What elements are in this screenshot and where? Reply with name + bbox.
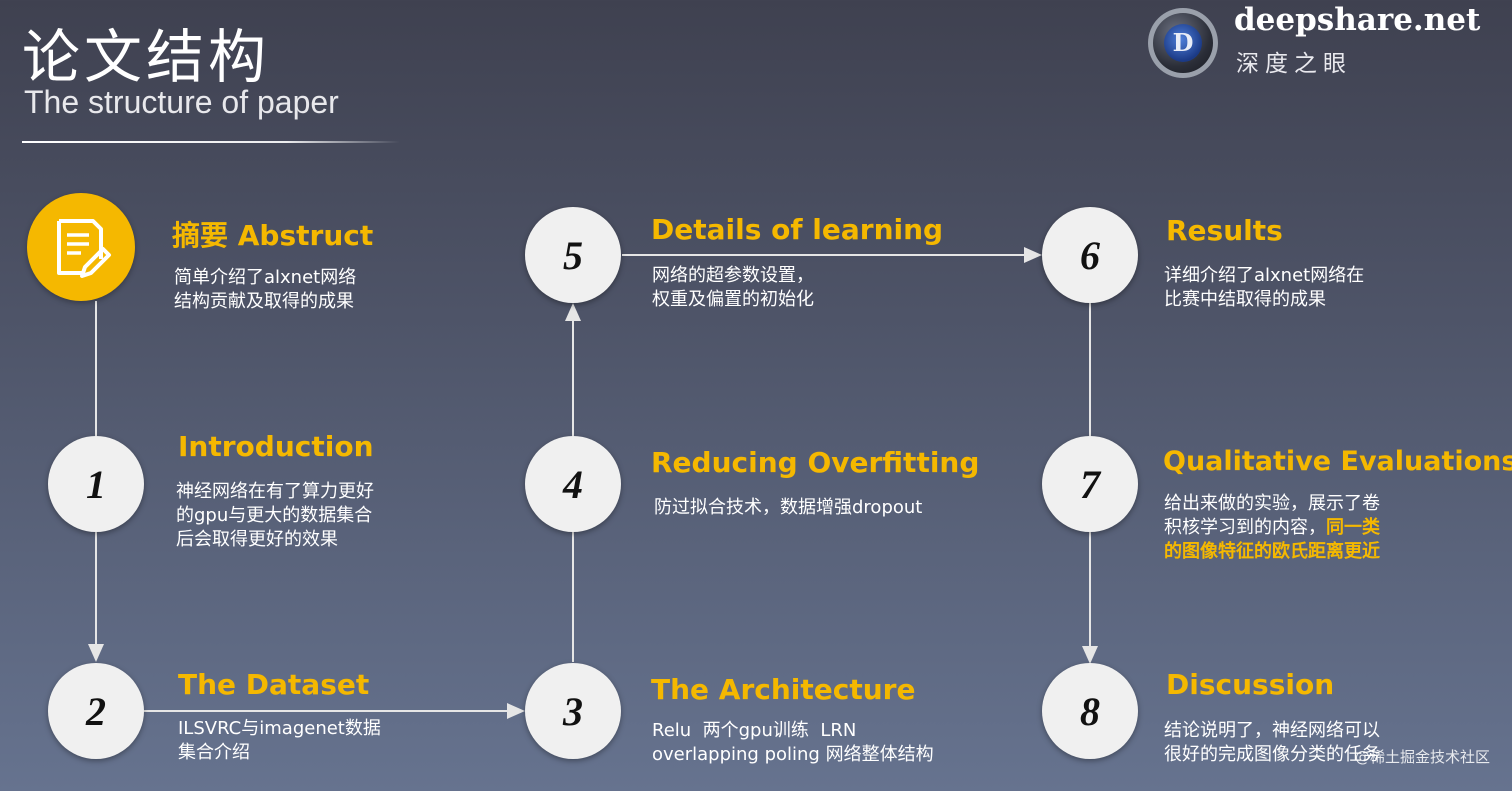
step-4-title: Reducing Overfitting [651, 446, 980, 479]
page-subtitle: The structure of paper [24, 84, 339, 120]
step-circle-4: 4 [525, 436, 621, 532]
step-5-desc: 网络的超参数设置， 权重及偏置的初始化 [652, 265, 814, 310]
step-2-title: The Dataset [178, 668, 370, 701]
logo-mark: D [1172, 28, 1194, 57]
abstract-desc: 简单介绍了alxnet网络 结构贡献及取得的成果 [174, 267, 357, 312]
step-circle-8: 8 [1042, 663, 1138, 759]
step-3-title: The Architecture [651, 673, 916, 706]
step-circle-5: 5 [525, 207, 621, 303]
highlight-text: 同一类 [1326, 517, 1380, 538]
title-divider [22, 141, 400, 143]
step-7-title: Qualitative Evaluations [1163, 446, 1512, 477]
document-edit-icon [57, 219, 111, 278]
step-8-title: Discussion [1166, 668, 1335, 701]
abstract-title: 摘要 Abstruct [172, 219, 374, 252]
step-circle-3: 3 [525, 663, 621, 759]
step-7-desc: 给出来做的实验，展示了卷 积核学习到的内容，同一类 的图像特征的欧氏距离更近 [1164, 493, 1380, 562]
step-6-desc: 详细介绍了alxnet网络在 比赛中结取得的成果 [1164, 265, 1365, 310]
abstract-node [27, 193, 135, 301]
logo-eye-icon: D [1164, 24, 1202, 62]
step-2-desc: ILSVRC与imagenet数据 集合介绍 [178, 718, 381, 763]
step-1-desc: 神经网络在有了算力更好 的gpu与更大的数据集合 后会取得更好的效果 [176, 481, 374, 550]
brand-name: deepshare.net [1234, 2, 1481, 38]
step-4-desc: 防过拟合技术，数据增强dropout [654, 497, 923, 518]
page-title: 论文结构 [22, 23, 271, 91]
step-8-desc: 结论说明了，神经网络可以 很好的完成图像分类的任务 [1164, 720, 1380, 765]
step-circle-6: 6 [1042, 207, 1138, 303]
highlight-text: 的图像特征的欧氏距离更近 [1164, 541, 1380, 562]
step-circle-7: 7 [1042, 436, 1138, 532]
step-1-title: Introduction [178, 430, 374, 463]
step-5-title: Details of learning [651, 213, 944, 246]
step-circle-1: 1 [48, 436, 144, 532]
step-6-title: Results [1166, 214, 1283, 247]
watermark: @稀土掘金技术社区 [1354, 748, 1490, 766]
brand-subtitle: 深度之眼 [1236, 51, 1352, 77]
logo: D [1148, 8, 1218, 78]
step-circle-2: 2 [48, 663, 144, 759]
step-3-desc: Relu 两个gpu训练 LRN overlapping poling 网络整体… [652, 720, 934, 765]
